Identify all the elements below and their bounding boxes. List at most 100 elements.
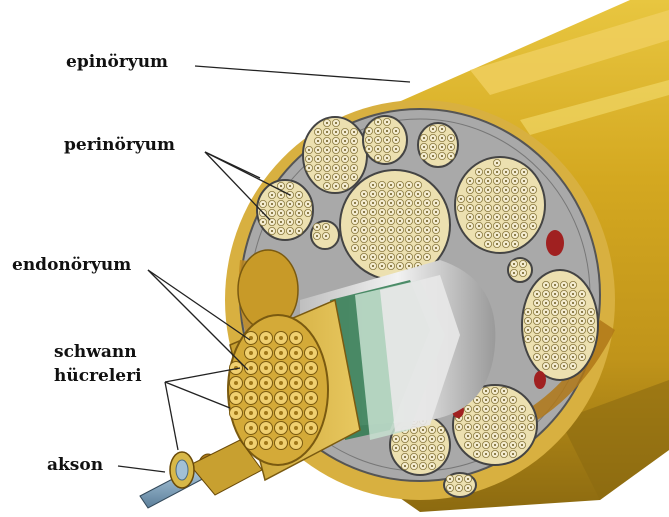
schwann-cell-core [294,366,298,370]
nerve-fiber-core [532,225,534,227]
nerve-fiber-core [386,130,388,132]
nerve-fiber-core [354,238,356,240]
nerve-fiber-core [487,234,489,236]
nerve-fiber-core [372,184,374,186]
schwann-leader [165,382,178,450]
nerve-fiber-core [505,243,507,245]
nerve-fiber-core [494,453,496,455]
nerve-fiber-core [335,167,337,169]
nerve-fiber-core [505,234,507,236]
nerve-fiber-core [536,293,538,295]
nerve-fiber-core [494,408,496,410]
nerve-fiber-core [317,149,319,151]
nerve-fiber-core [432,128,434,130]
nerve-fiber-core [494,399,496,401]
nerve-fiber-core [545,356,547,358]
nerve-fiber-core [458,487,460,489]
nerve-fiber-core [467,435,469,437]
nerve-fiber-core [572,329,574,331]
nerve-fiber-core [271,221,273,223]
schwann-cell-core [279,441,283,445]
nerve-fiber-core [326,158,328,160]
nerve-fiber-core [435,211,437,213]
nerve-fiber-core [503,444,505,446]
nerve-fiber-core [441,155,443,157]
nerve-fiber-core [335,122,337,124]
nerve-fiber-core [536,347,538,349]
nerve-fiber-core [280,221,282,223]
schwann-cell-core [249,396,253,400]
nerve-fiber-core [354,202,356,204]
nerve-fiber-core [514,198,516,200]
nerve-fiber-core [335,131,337,133]
schwann-leader [165,382,230,408]
nerve-fiber-core [545,320,547,322]
schwann-cell-core [264,381,268,385]
nerve-fiber-core [426,256,428,258]
nerve-fiber-core [408,229,410,231]
nerve-fiber-core [440,456,442,458]
nerve-fiber-core [377,121,379,123]
nerve-fiber-core [496,234,498,236]
nerve-fiber-core [417,247,419,249]
nerve-fiber-core [435,229,437,231]
nerve-fiber-core [521,426,523,428]
nerve-fiber-core [476,453,478,455]
nerve-fiber-core [554,311,556,313]
schwann-cell-core [264,396,268,400]
nerve-fiber-core [503,417,505,419]
nerve-fiber-core [590,320,592,322]
nerve-fiber-core [581,302,583,304]
nerve-fiber-core [386,157,388,159]
schwann-cell-core [309,411,313,415]
nerve-fiber-core [503,453,505,455]
nerve-fiber-core [381,184,383,186]
nerve-fiber-core [377,139,379,141]
nerve-fiber-core [505,207,507,209]
nerve-fiber-core [298,230,300,232]
nerve-fiber-core [522,263,524,265]
nerve-fiber-core [469,207,471,209]
nerve-fiber-core [335,185,337,187]
nerve-fiber-core [377,130,379,132]
nerve-fiber-core [326,131,328,133]
nerve-fiber-core [422,456,424,458]
nerve-fiber-core [386,121,388,123]
nerve-fiber-core [496,162,498,164]
schwann-cell-core [294,336,298,340]
nerve-fiber-core [467,478,469,480]
nerve-fiber-core [386,139,388,141]
nerve-fiber-core [368,139,370,141]
schwann-label-line2: hücreleri [54,366,142,386]
axon-leader [118,466,165,472]
nerve-fiber-core [372,220,374,222]
nerve-fiber-core [572,365,574,367]
nerve-fiber-core [417,256,419,258]
nerve-fiber-core [523,207,525,209]
nerve-fiber-core [289,221,291,223]
nerve-fiber-core [476,426,478,428]
schwann-label-line1: schwann [54,342,137,362]
nerve-fiber-core [422,438,424,440]
nerve-fiber-core [494,390,496,392]
nerve-fiber-core [505,189,507,191]
nerve-fiber-core [262,221,264,223]
nerve-fiber-core [335,140,337,142]
nerve-fiber-core [478,216,480,218]
schwann-cell-core [234,381,238,385]
nerve-fiber-core [408,202,410,204]
nerve-fiber-core [563,329,565,331]
nerve-fiber-core [390,229,392,231]
nerve-fiber-core [545,347,547,349]
nerve-fiber-core [372,229,374,231]
nerve-fiber-core [298,221,300,223]
nerve-fiber-core [523,234,525,236]
nerve-fiber-core [435,202,437,204]
nerve-fiber-core [417,193,419,195]
nerve-fiber-core [496,171,498,173]
nerve-fiber-core [431,429,433,431]
blood-vessel [534,371,546,389]
nerve-fiber-core [344,185,346,187]
nerve-fiber-core [536,311,538,313]
